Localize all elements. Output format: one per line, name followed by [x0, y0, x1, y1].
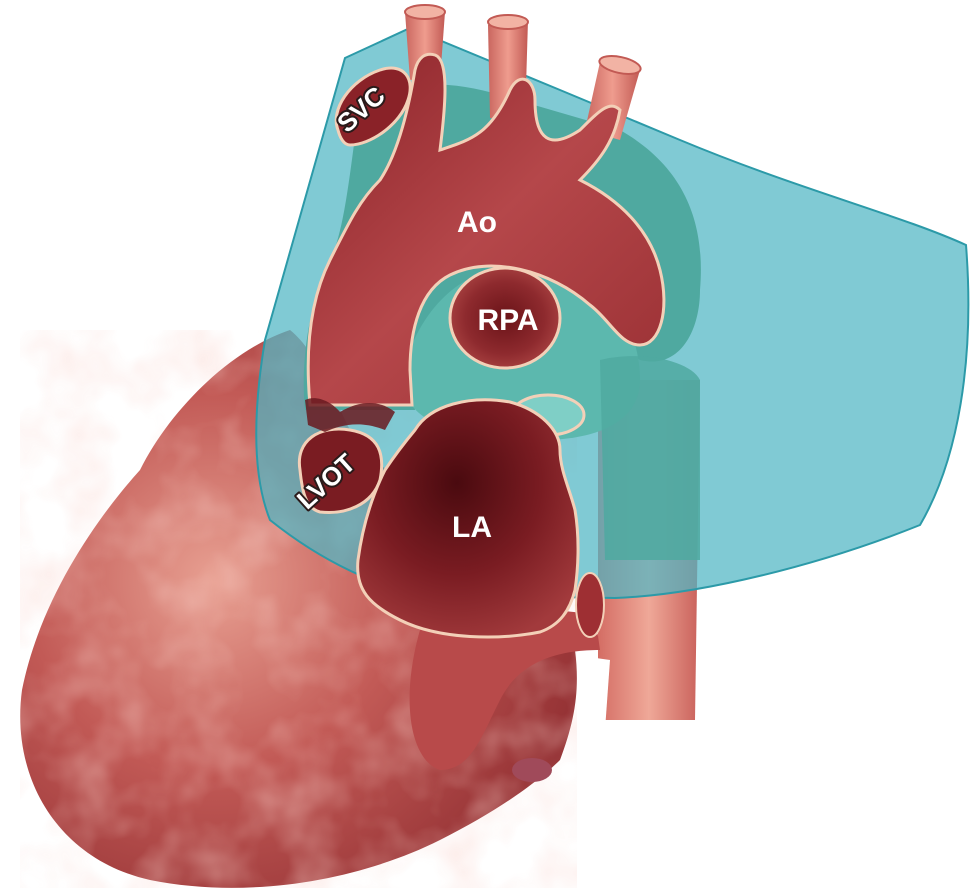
label-rpa: RPA	[477, 304, 538, 337]
lower-vessel-stub	[512, 758, 552, 782]
pulmonary-vein-ostium	[576, 573, 604, 637]
label-la: LA	[452, 511, 492, 544]
label-ao: Ao	[457, 206, 497, 239]
desc-wall-teal	[600, 356, 700, 560]
descending-aorta-notch	[572, 655, 610, 730]
